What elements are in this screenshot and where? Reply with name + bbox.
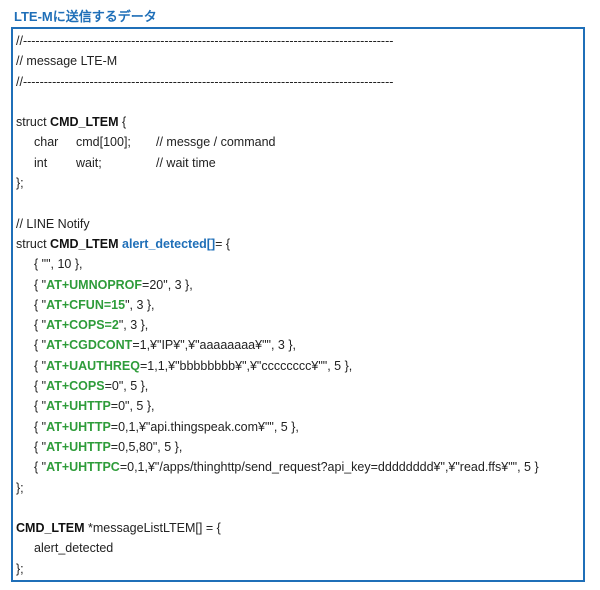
struct-keyword: struct [16, 115, 51, 130]
struct-keyword: struct [16, 236, 51, 251]
entry-open: { " [34, 460, 47, 475]
entry-open: { " [34, 297, 47, 312]
entry-at-command: AT+COPS=2 [46, 318, 119, 333]
blank-line [16, 498, 581, 518]
message-list-item: alert_detected [34, 541, 114, 556]
struct-field-wait: int wait; // wait time [16, 153, 581, 173]
entry-at-command: AT+UHTTP [46, 419, 111, 434]
array-entry: { "AT+UHTTPC=0,1,¥"/apps/thinghttp/send_… [16, 457, 581, 477]
comment-line-notify: // LINE Notify [16, 216, 90, 231]
code-content: //--------------------------------------… [16, 31, 581, 579]
array-entry: { "AT+UHTTP=0,1,¥"api.thingspeak.com¥"",… [16, 417, 581, 437]
struct-field-cmd: char cmd[100]; // messge / command [16, 132, 581, 152]
entry-open: { " [34, 277, 47, 292]
message-list-declaration: CMD_LTEM *messageListLTEM[] = { [16, 518, 581, 538]
entry-open: { " [34, 399, 47, 414]
array-entry: { "AT+COPS=0", 5 }, [16, 376, 581, 396]
field-comment: // wait time [156, 155, 216, 170]
array-entry: { "AT+UMNOPROF=20", 3 }, [16, 275, 581, 295]
field-decl: wait; [76, 155, 102, 170]
comment-rule-bottom: //--------------------------------------… [16, 74, 394, 89]
entry-open: { " [34, 318, 47, 333]
entry-at-command: AT+UHTTP [46, 439, 111, 454]
code-block: //--------------------------------------… [11, 27, 585, 582]
array-declaration: struct CMD_LTEM alert_detected[]= { [16, 234, 581, 254]
blank-line [16, 193, 581, 213]
field-comment: // messge / command [156, 135, 276, 150]
array-open: = { [215, 236, 231, 251]
field-type: int [34, 155, 48, 170]
entry-open: { " [34, 257, 47, 272]
comment-message-lte-m: // message LTE-M [16, 54, 118, 69]
entry-open: { " [34, 358, 47, 373]
entry-at-command: AT+CFUN=15 [46, 297, 126, 312]
array-entry: { "AT+UHTTP=0,5,80", 5 }, [16, 437, 581, 457]
entry-at-command: AT+UAUTHREQ [46, 358, 140, 373]
array-variable-name: alert_detected[] [122, 236, 216, 251]
entry-at-command: AT+UHTTP [46, 399, 111, 414]
entry-open: { " [34, 419, 47, 434]
array-entry: { "", 10 }, [16, 254, 581, 274]
field-decl: cmd[100]; [76, 135, 131, 150]
entry-open: { " [34, 379, 47, 394]
struct-type-name: CMD_LTEM [50, 115, 119, 130]
entry-args: =0,1,¥"api.thingspeak.com¥"", 5 }, [110, 419, 299, 434]
field-type: char [34, 135, 59, 150]
section-title: LTE-Mに送信するデータ [14, 9, 157, 24]
array-entry: { "AT+UHTTP=0", 5 }, [16, 396, 581, 416]
entry-args: =0,5,80", 5 }, [110, 439, 183, 454]
array-entry: { "AT+CGDCONT=1,¥"IP¥",¥"aaaaaaaa¥"", 3 … [16, 335, 581, 355]
entry-args: =0", 5 }, [104, 379, 149, 394]
entry-args: =0", 5 }, [110, 399, 155, 414]
entry-at-command: AT+UHTTPC [46, 460, 120, 475]
message-list-type: CMD_LTEM [16, 521, 85, 536]
entry-open: { " [34, 439, 47, 454]
array-close: }; [16, 480, 24, 495]
entry-args: =0,1,¥"/apps/thinghttp/send_request?api_… [119, 460, 539, 475]
entry-args: ", 3 }, [118, 318, 149, 333]
array-entry: { "AT+CFUN=15", 3 }, [16, 295, 581, 315]
entry-at-command: AT+CGDCONT [46, 338, 133, 353]
array-entry: { "AT+COPS=2", 3 }, [16, 315, 581, 335]
entry-at-command: AT+UMNOPROF [46, 277, 143, 292]
entry-args: ", 10 }, [46, 257, 83, 272]
comment-rule-top: //--------------------------------------… [16, 34, 394, 48]
entry-args: =1,¥"IP¥",¥"aaaaaaaa¥"", 3 }, [132, 338, 296, 353]
message-list-close: }; [16, 561, 24, 576]
array-type-name: CMD_LTEM [50, 236, 119, 251]
entry-args: =20", 3 }, [142, 277, 193, 292]
struct-declaration: struct CMD_LTEM { [16, 112, 581, 132]
entry-open: { " [34, 338, 47, 353]
entry-args: =1,1,¥"bbbbbbbb¥",¥"cccccccc¥"", 5 }, [139, 358, 353, 373]
struct-close: }; [16, 176, 24, 191]
struct-open-brace: { [118, 115, 127, 130]
array-entry: { "AT+UAUTHREQ=1,1,¥"bbbbbbbb¥",¥"cccccc… [16, 356, 581, 376]
entry-args: ", 3 }, [125, 297, 155, 312]
entry-at-command: AT+COPS [46, 379, 105, 394]
message-list-rest: *messageListLTEM[] = { [84, 521, 221, 536]
blank-line [16, 92, 581, 112]
